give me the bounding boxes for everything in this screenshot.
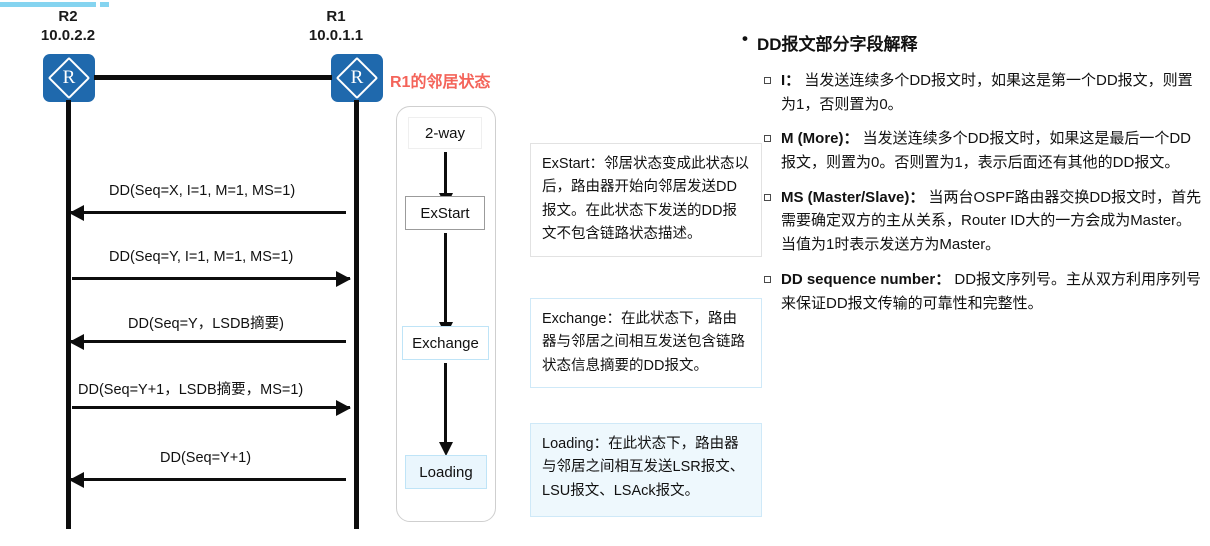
state-box-exchange[interactable]: Exchange — [402, 326, 489, 360]
bullet-square-icon — [764, 77, 771, 84]
explanation-panel: • DD报文部分字段解释 I： 当发送连续多个DD报文时，如果这是第一个DD报文… — [742, 29, 1204, 326]
message-label-4: DD(Seq=Y+1，LSDB摘要，MS=1) — [78, 382, 304, 398]
message-label-2: DD(Seq=Y, I=1, M=1, MS=1) — [109, 249, 294, 265]
router-ip-r1: 10.0.1.1 — [308, 26, 364, 44]
arrow-head-down-icon — [438, 442, 453, 456]
top-accent-bar-left — [0, 2, 96, 7]
state-transition-arrow-3 — [438, 363, 453, 456]
state-transition-arrow-2 — [438, 233, 453, 336]
state-transition-arrow-1 — [438, 152, 453, 207]
router-name-r1: R1 — [326, 8, 346, 25]
arrow-head-right-icon — [336, 399, 351, 416]
lifeline-r1 — [354, 100, 359, 529]
panel-item-i: I： 当发送连续多个DD报文时，如果这是第一个DD报文，则置为1，否则置为0。 — [742, 69, 1204, 116]
panel-term-ms: MS (Master/Slave)： — [781, 188, 925, 206]
router-glyph-r1: R — [350, 67, 364, 88]
router-label-r1: R1 10.0.1.1 — [266, 8, 406, 46]
state-box-exstart[interactable]: ExStart — [405, 196, 485, 230]
bullet-square-icon — [764, 275, 771, 283]
router-glyph-r2: R — [62, 67, 76, 88]
top-accent-bar-segment — [100, 2, 109, 7]
panel-title: DD报文部分字段解释 — [756, 35, 918, 54]
panel-item-m: M (More)： 当发送连续多个DD报文时，如果这是最后一个DD报文，则置为0… — [742, 127, 1204, 174]
panel-body-m: 当发送连续多个DD报文时，如果这是最后一个DD报文，则置为0。否则置为1，表示后… — [781, 130, 1191, 172]
message-arrow-5 — [69, 471, 346, 488]
panel-item-ddseq: DD sequence number： DD报文序列号。主从双方利用序列号来保证… — [742, 268, 1204, 315]
panel-body-ddseq: DD报文序列号。主从双方利用序列号来保证DD报文传输的可靠性和完整性。 — [781, 270, 1202, 312]
panel-body-ms: 当两台OSPF路由器交换DD报文时，首先需要确定双方的主从关系，Router I… — [781, 188, 1202, 254]
router-icon-r1: R — [331, 54, 383, 102]
router-name-r2: R2 — [58, 8, 78, 25]
arrow-head-left-icon — [69, 333, 84, 350]
lifeline-r2 — [66, 100, 71, 529]
arrow-head-left-icon — [69, 204, 84, 221]
router-label-r2: R2 10.0.2.2 — [0, 8, 138, 46]
arrow-head-left-icon — [69, 471, 84, 488]
note-loading: Loading：在此状态下，路由器与邻居之间相互发送LSR报文、LSU报文、LS… — [530, 423, 762, 517]
arrow-head-right-icon — [336, 270, 351, 287]
panel-item-list: I： 当发送连续多个DD报文时，如果这是第一个DD报文，则置为1，否则置为0。 … — [742, 69, 1204, 315]
bullet-dot-icon: • — [742, 29, 748, 48]
panel-term-m: M (More)： — [781, 130, 859, 148]
panel-body-i: 当发送连续多个DD报文时，如果这是第一个DD报文，则置为1，否则置为0。 — [781, 72, 1193, 113]
note-exchange: Exchange：在此状态下，路由器与邻居之间相互发送包含链路状态信息摘要的DD… — [530, 298, 762, 388]
bullet-square-icon — [764, 135, 771, 143]
router-icon-r2: R — [43, 54, 95, 102]
panel-term-i: I： — [781, 72, 801, 89]
state-box-2way[interactable]: 2-way — [408, 117, 482, 149]
state-box-loading[interactable]: Loading — [405, 455, 487, 489]
router-link-line — [94, 75, 332, 80]
message-label-1: DD(Seq=X, I=1, M=1, MS=1) — [109, 183, 296, 199]
message-label-3: DD(Seq=Y，LSDB摘要) — [128, 316, 284, 332]
message-arrow-2 — [72, 270, 351, 287]
bullet-square-icon — [764, 193, 771, 201]
panel-title-row: • DD报文部分字段解释 — [742, 29, 1204, 55]
message-label-5: DD(Seq=Y+1) — [160, 450, 252, 466]
message-arrow-1 — [69, 204, 346, 221]
message-arrow-3 — [69, 333, 346, 350]
note-exstart: ExStart：邻居状态变成此状态以后，路由器开始向邻居发送DD报文。在此状态下… — [530, 143, 762, 257]
panel-term-ddseq: DD sequence number： — [781, 270, 951, 288]
message-arrow-4 — [72, 399, 351, 416]
router-ip-r2: 10.0.2.2 — [40, 26, 96, 44]
panel-item-ms: MS (Master/Slave)： 当两台OSPF路由器交换DD报文时，首先需… — [742, 186, 1204, 257]
neighbor-state-caption: R1的邻居状态 — [390, 74, 491, 91]
